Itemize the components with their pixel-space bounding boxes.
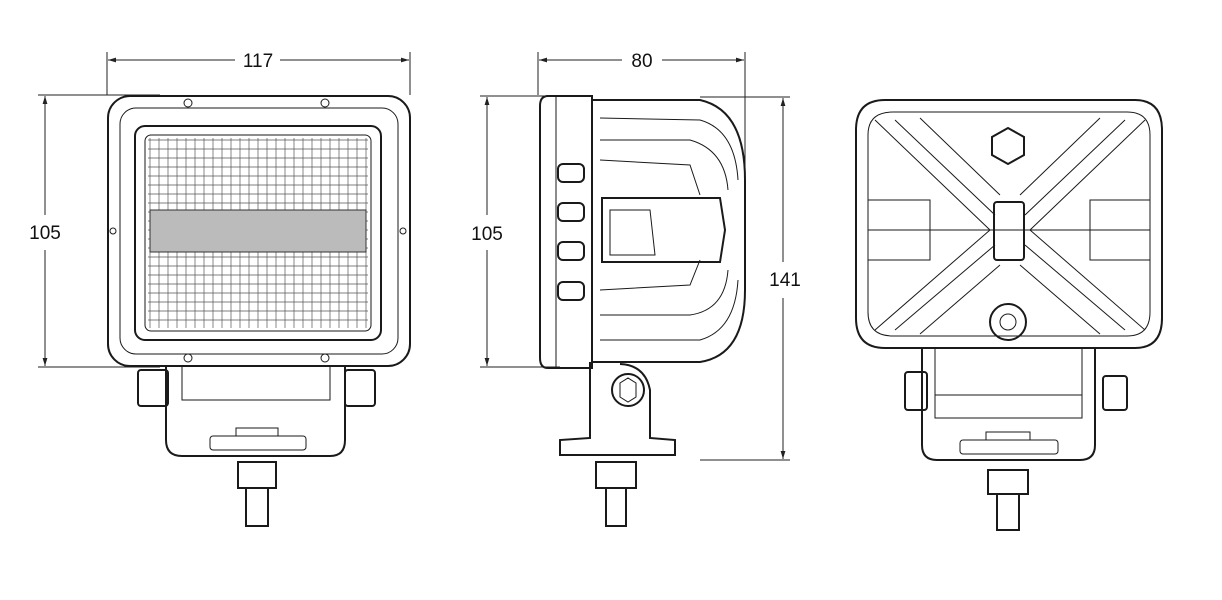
- rear-bracket: [904, 348, 1128, 461]
- led-bar: [149, 209, 367, 253]
- side-view: 80 105: [471, 51, 746, 527]
- side-bracket: [559, 362, 676, 456]
- side-heatsink: [592, 99, 746, 363]
- front-lens: [134, 125, 382, 341]
- front-housing: [107, 95, 411, 367]
- cable-gland: [989, 303, 1027, 341]
- front-bracket: [137, 366, 376, 457]
- screw-icon: [320, 98, 330, 108]
- rear-view: 141: [700, 96, 1163, 531]
- rear-bolt: [987, 469, 1029, 531]
- screw-icon: [183, 353, 193, 363]
- rear-indicator: [993, 201, 1025, 261]
- screw-icon: [183, 98, 193, 108]
- rear-housing: [855, 99, 1163, 349]
- screw-icon: [320, 353, 330, 363]
- side-height-dimension: 105: [471, 224, 503, 245]
- front-bolt: [237, 461, 277, 527]
- rear-total-height-dimension: 141: [769, 270, 801, 291]
- side-depth-dimension: 80: [631, 51, 652, 72]
- vent-hex-icon: [991, 126, 1025, 166]
- screw-icon: [109, 227, 117, 235]
- front-width-dimension: 117: [243, 51, 273, 72]
- front-height-dimension: 105: [29, 223, 61, 244]
- screw-icon: [399, 227, 407, 235]
- side-bezel: [539, 95, 593, 369]
- heatsink-fins: [868, 117, 1150, 335]
- front-view: 117 105: [29, 51, 411, 527]
- side-bolt: [595, 461, 637, 527]
